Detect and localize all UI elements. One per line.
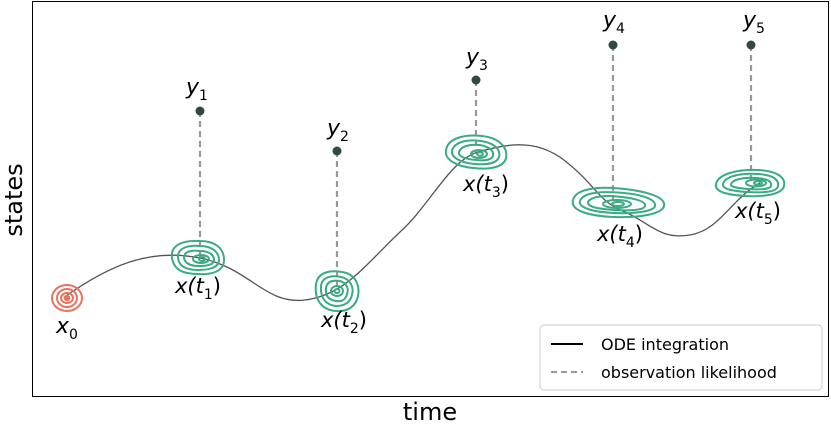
posterior-contour [753, 180, 763, 186]
observation-label-4: y4 [602, 8, 625, 37]
legend-observation-label: observation likelihood [601, 363, 777, 382]
posterior-contour [333, 288, 341, 294]
posterior-density-1 [170, 239, 226, 276]
observation-label-2: y2 [326, 116, 349, 145]
y-axis-label: states [0, 163, 28, 236]
posterior-contour [324, 279, 349, 303]
posterior-contour [314, 270, 360, 313]
legend-ode-label: ODE integration [601, 335, 729, 354]
posterior-contour [444, 134, 508, 170]
posterior-density-3 [444, 134, 508, 170]
ode-trajectory [65, 144, 761, 302]
initial-state-density [51, 284, 83, 312]
state-label-3: x(t3) [462, 172, 509, 201]
x-axis-label: time [403, 398, 457, 426]
initial-contour [51, 284, 83, 312]
state-label-1: x(t1) [174, 274, 221, 303]
posterior-contour [571, 186, 666, 219]
posterior-contour [714, 168, 786, 198]
observation-dot-4 [608, 40, 618, 50]
observation-label-1: y1 [185, 75, 208, 104]
initial-state-label: x0 [55, 314, 78, 343]
posterior-contour [198, 256, 206, 262]
posterior-contour [745, 178, 767, 188]
initial-contour [63, 295, 71, 301]
posterior-density-4 [571, 186, 666, 219]
state-label-4: x(t4) [596, 222, 643, 251]
posterior-contour [578, 191, 656, 215]
observation-dot-1 [195, 106, 205, 116]
posterior-contour [330, 285, 344, 297]
posterior-densities [170, 134, 786, 313]
posterior-contour [450, 139, 501, 166]
posterior-contour [476, 151, 484, 157]
observation-label-3: y3 [465, 45, 488, 74]
posterior-contour [729, 176, 773, 191]
posterior-contour [192, 254, 210, 264]
initial-contour [56, 288, 78, 308]
posterior-contour [611, 201, 625, 207]
posterior-contour [170, 239, 226, 276]
posterior-contour [182, 249, 216, 268]
posterior-density-5 [714, 168, 786, 198]
observation-label-5: y5 [742, 8, 765, 37]
legend-box [539, 324, 823, 391]
posterior-contour [176, 244, 221, 272]
legend: ODE integration observation likelihood [539, 324, 823, 391]
observation-dot-5 [746, 40, 756, 50]
state-label-2: x(t2) [320, 308, 367, 337]
posterior-contour [602, 199, 632, 209]
posterior-contour [470, 149, 488, 159]
plot-frame [32, 1, 829, 397]
posterior-density-2 [314, 270, 360, 313]
posterior-contour [457, 143, 495, 162]
observation-dot-3 [471, 75, 481, 85]
observation-points [195, 40, 756, 156]
state-label-5: x(t5) [734, 199, 781, 228]
posterior-contour [721, 172, 780, 194]
posterior-contour [319, 275, 354, 308]
initial-contour [60, 292, 74, 304]
observation-dot-2 [332, 146, 342, 156]
posterior-contour [587, 195, 647, 212]
